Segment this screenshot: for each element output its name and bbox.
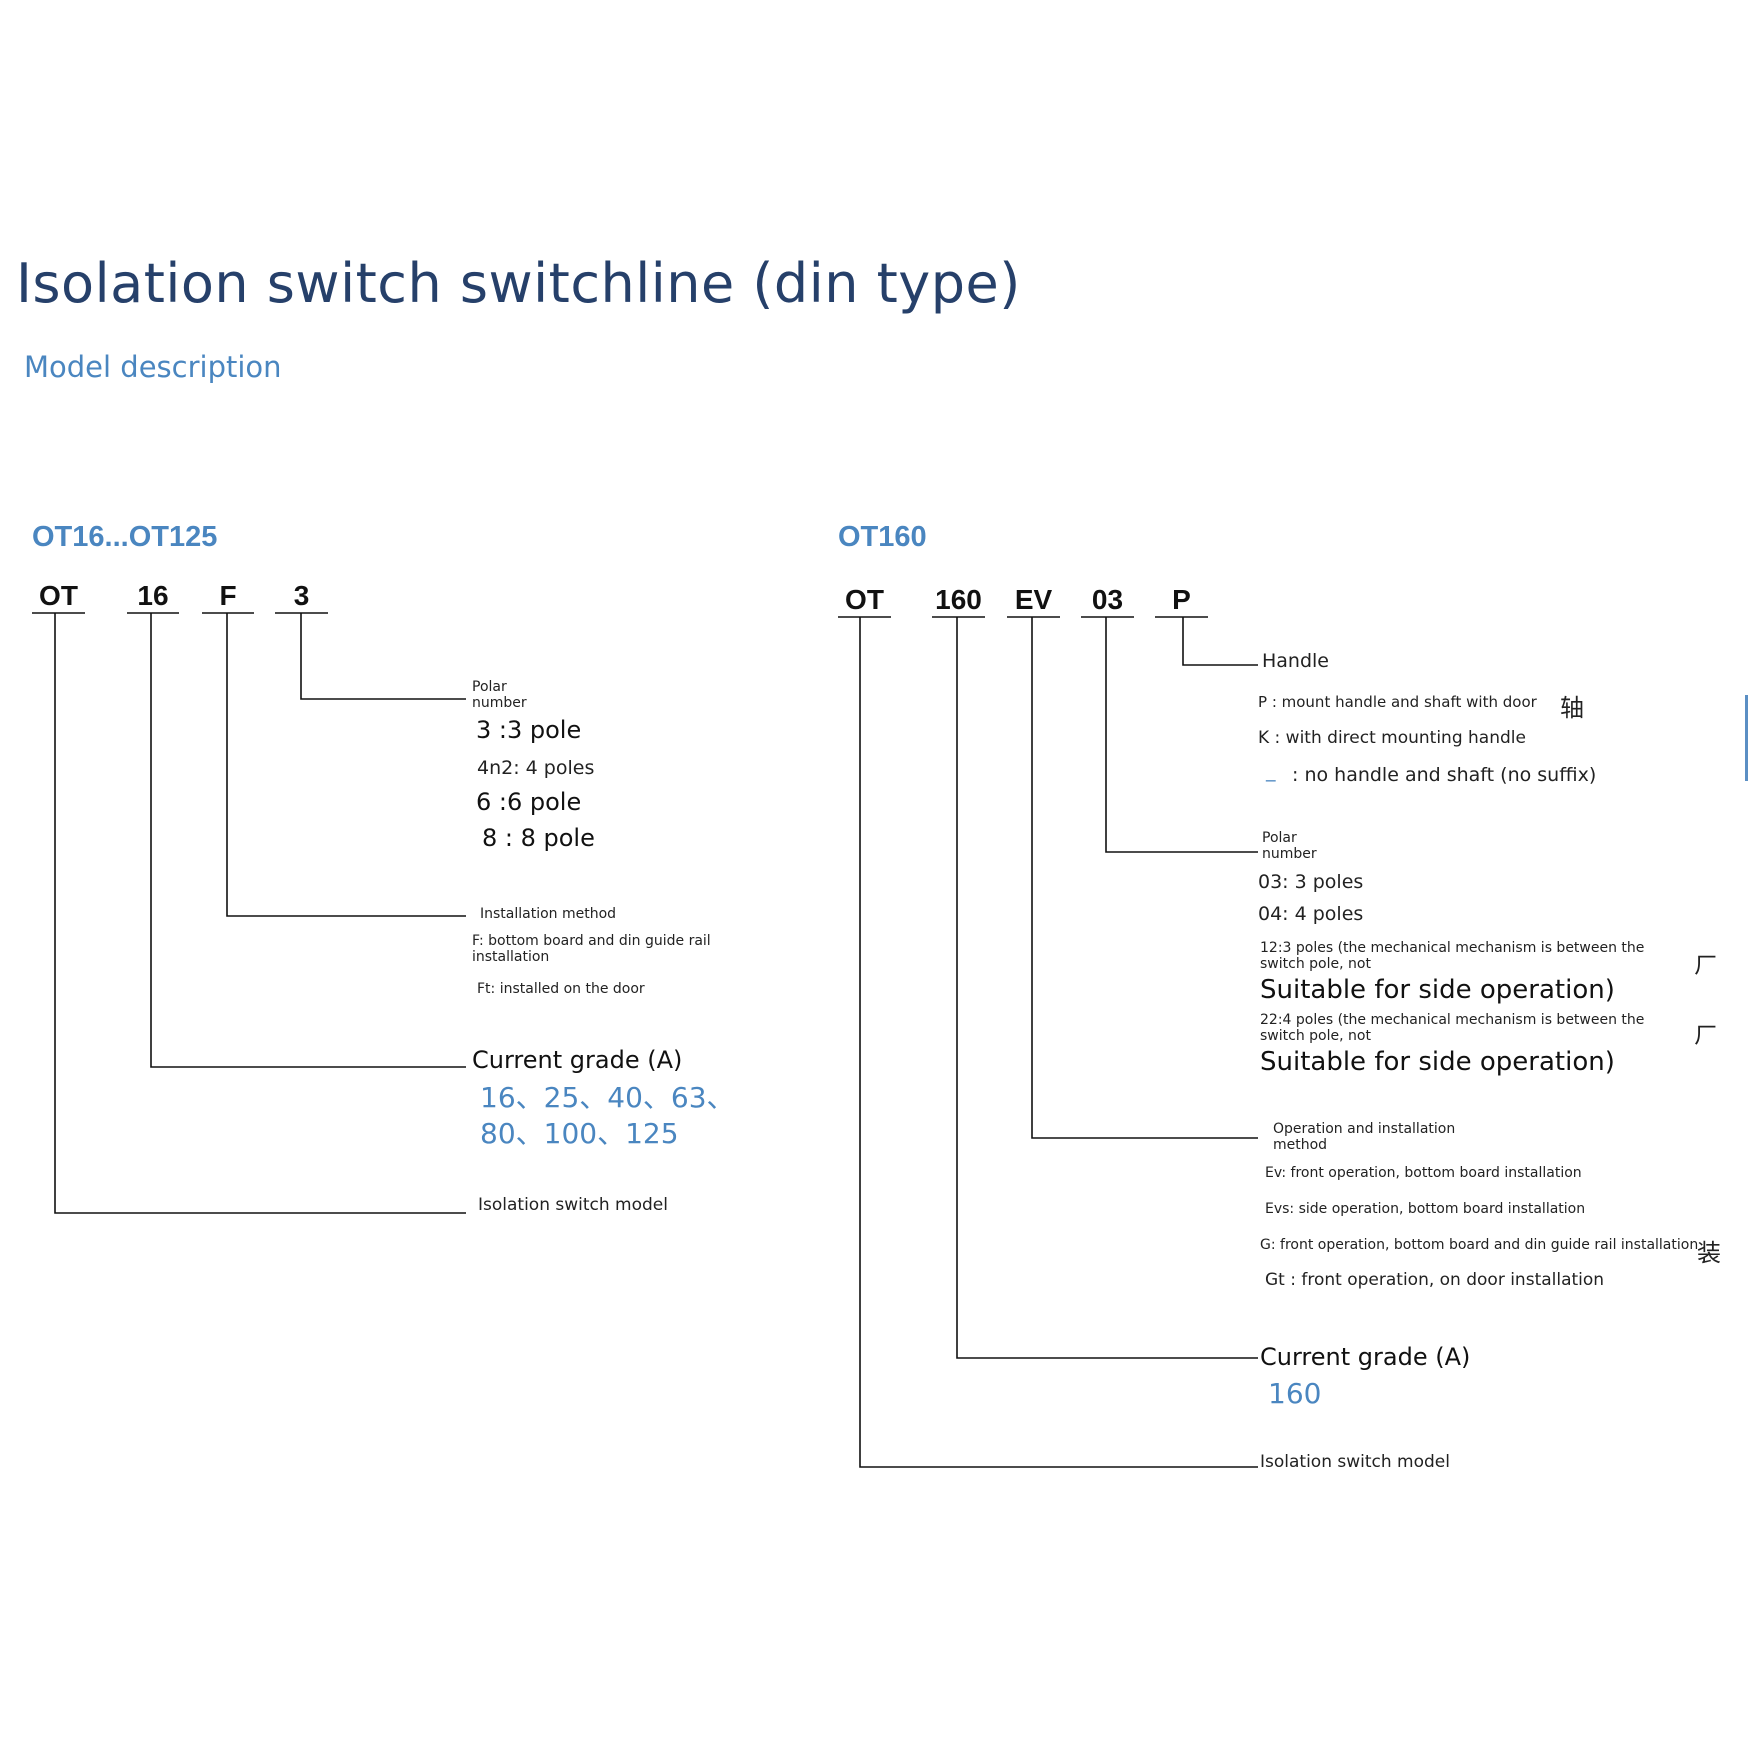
right-polar-option-03: 03: 3 poles: [1258, 871, 1364, 893]
right-polar-glyph-12: ㄏ: [1694, 951, 1718, 979]
page-subtitle: Model description: [24, 350, 282, 384]
left-polar-option-8: 8 : 8 pole: [482, 824, 595, 852]
right-leader-polar: [1105, 617, 1258, 853]
right-operation-option-g: G: front operation, bottom board and din…: [1260, 1237, 1699, 1253]
left-code-polar: 3: [293, 580, 310, 611]
left-polar-option-4n2: 4n2: 4 poles: [477, 757, 595, 779]
right-current-label: Current grade (A): [1260, 1343, 1471, 1371]
left-installation-label: Installation method: [480, 906, 617, 922]
left-leader-model: [54, 613, 466, 1214]
right-operation-option-gt: Gt : front operation, on door installati…: [1265, 1270, 1605, 1290]
left-model-label: Isolation switch model: [478, 1195, 668, 1215]
right-polar-option-12: Suitable for side operation): [1260, 975, 1615, 1005]
edge-accent-bar: [1745, 695, 1748, 781]
right-handle-glyph: 轴: [1560, 694, 1584, 722]
page-title: Isolation switch switchline (din type): [16, 252, 1021, 315]
right-handle-option-none: : no handle and shaft (no suffix): [1292, 764, 1597, 786]
right-handle-option-p: P : mount handle and shaft with door: [1258, 693, 1537, 711]
right-operation-option-ev: Ev: front operation, bottom board instal…: [1265, 1165, 1582, 1181]
right-handle-label: Handle: [1262, 650, 1330, 672]
left-leader-polar: [300, 613, 466, 700]
right-model-label: Isolation switch model: [1260, 1452, 1450, 1472]
right-polar-glyph-22: ㄏ: [1694, 1021, 1718, 1049]
left-section-title: OT16...OT125: [32, 521, 218, 553]
left-installation-option-ft: Ft: installed on the door: [477, 981, 645, 997]
right-polar-option-04: 04: 4 poles: [1258, 903, 1364, 925]
left-polar-option-6: 6 :6 pole: [476, 788, 582, 816]
right-current-values: 160: [1268, 1377, 1322, 1410]
right-polar-option-22-note: 22:4 poles (the mechanical mechanism is …: [1260, 1012, 1645, 1044]
left-current-label: Current grade (A): [472, 1046, 683, 1074]
left-leader-current: [150, 613, 466, 1068]
right-operation-glyph: 装: [1697, 1239, 1721, 1267]
right-code-handle: P: [1172, 584, 1191, 615]
left-code-installation: F: [219, 580, 237, 611]
left-polar-label: Polar number: [472, 679, 527, 711]
right-code-ot: OT: [845, 584, 884, 615]
right-leader-operation: [1031, 617, 1258, 1139]
right-code-operation: EV: [1014, 584, 1053, 615]
right-code-polar: 03: [1091, 584, 1124, 615]
right-section-title: OT160: [838, 521, 927, 553]
right-leader-current: [956, 617, 1258, 1359]
left-polar-option-3: 3 :3 pole: [476, 716, 582, 744]
right-operation-label: Operation and installation method: [1273, 1121, 1456, 1153]
left-code-current: 16: [137, 580, 169, 611]
right-polar-label: Polar number: [1262, 830, 1317, 862]
left-code-ot: OT: [39, 580, 78, 611]
right-code-current: 160: [935, 584, 982, 615]
left-leader-installation: [226, 613, 466, 917]
right-leader-model: [859, 617, 1258, 1468]
right-polar-option-22: Suitable for side operation): [1260, 1047, 1615, 1077]
right-handle-option-k: K : with direct mounting handle: [1258, 728, 1526, 748]
right-operation-option-evs: Evs: side operation, bottom board instal…: [1265, 1201, 1586, 1217]
left-current-values: 16、25、40、63、80、100、125: [480, 1081, 735, 1150]
right-leader-handle: [1182, 617, 1258, 666]
right-polar-option-12-note: 12:3 poles (the mechanical mechanism is …: [1260, 940, 1645, 972]
right-handle-option-none-marker: _: [1266, 760, 1276, 782]
left-installation-option-f: F: bottom board and din guide rail insta…: [472, 933, 711, 965]
